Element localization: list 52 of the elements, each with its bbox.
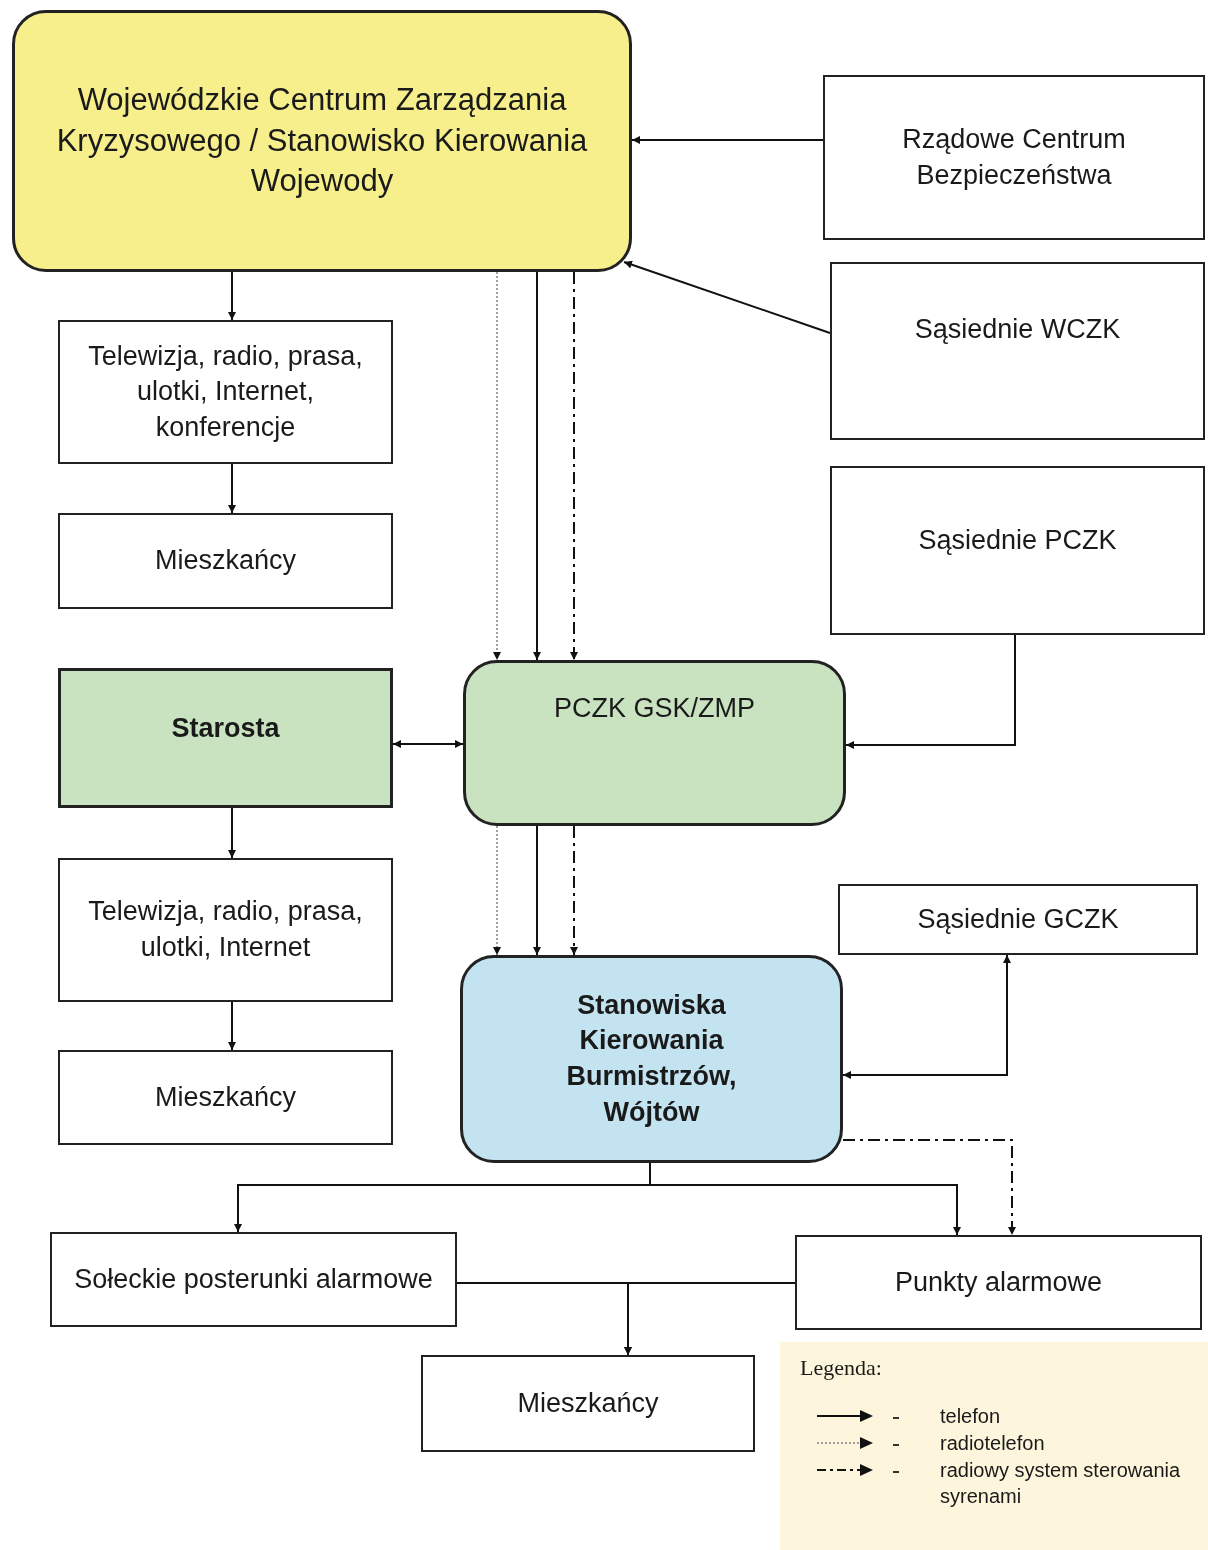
rounded-box xyxy=(460,955,843,1163)
process-box xyxy=(58,1050,393,1145)
arrow xyxy=(631,136,824,144)
node-label: Telewizja, radio, prasa, ulotki, Internet xyxy=(87,895,364,964)
arrow xyxy=(842,954,1011,1079)
arrow xyxy=(623,260,831,334)
arrow xyxy=(493,825,501,956)
node-label: Sąsiednie PCZK xyxy=(917,524,1118,557)
node-label: Punkty alarmowe xyxy=(893,1265,1104,1299)
legend-title: Legenda: xyxy=(800,1354,882,1382)
node-label: Telewizja, radio, prasa, ulotki, Internet, konferencje xyxy=(87,339,364,444)
process-box xyxy=(795,1235,1202,1330)
node-label: Mieszkańcy xyxy=(516,1386,660,1420)
arrow xyxy=(533,825,541,956)
process-box xyxy=(58,513,393,609)
arrow xyxy=(228,463,236,514)
node-label: Mieszkańcy xyxy=(153,544,297,578)
process-box xyxy=(830,262,1205,440)
arrow xyxy=(649,1162,961,1236)
arrow xyxy=(228,1001,236,1051)
arrow xyxy=(570,825,578,956)
arrow xyxy=(533,271,541,661)
arrow xyxy=(228,271,236,321)
node-label: Mieszkańcy xyxy=(153,1080,297,1114)
legend-label: radiowy system sterowania syrenami xyxy=(940,1458,1182,1509)
arrow xyxy=(845,634,1016,749)
legend-label: telefon xyxy=(940,1404,1002,1429)
arrow xyxy=(624,1282,796,1356)
legend-label: radiotelefon xyxy=(940,1431,1046,1456)
arrow xyxy=(228,807,236,859)
rounded-box xyxy=(12,10,632,272)
node-label: Rządowe Centrum Bezpieczeństwa xyxy=(901,122,1127,192)
arrow xyxy=(570,271,578,661)
process-box xyxy=(421,1355,755,1452)
arrow xyxy=(842,1139,1016,1236)
node-label: Stanowiska Kierowania Burmistrzów, Wójtów xyxy=(565,988,738,1129)
process-box xyxy=(823,75,1205,240)
node-label: Sołeckie posterunki alarmowe xyxy=(73,1262,434,1296)
rounded-box xyxy=(463,660,846,826)
node-label: Wojewódzkie Centrum Zarządzania Kryzysowego / Stanowisko Kierowania Wojewody xyxy=(55,80,589,201)
node-label: Sąsiednie WCZK xyxy=(913,313,1122,346)
process-box xyxy=(58,858,393,1002)
node-label: Sąsiednie GCZK xyxy=(916,902,1120,936)
arrow xyxy=(392,740,464,748)
arrow xyxy=(493,271,501,661)
node-label: Starosta xyxy=(170,712,281,745)
node-label: PCZK GSK/ZMP xyxy=(553,692,756,725)
process-box xyxy=(58,668,393,808)
process-box xyxy=(838,884,1198,955)
process-box xyxy=(58,320,393,464)
process-box xyxy=(50,1232,457,1327)
process-box xyxy=(830,466,1205,635)
